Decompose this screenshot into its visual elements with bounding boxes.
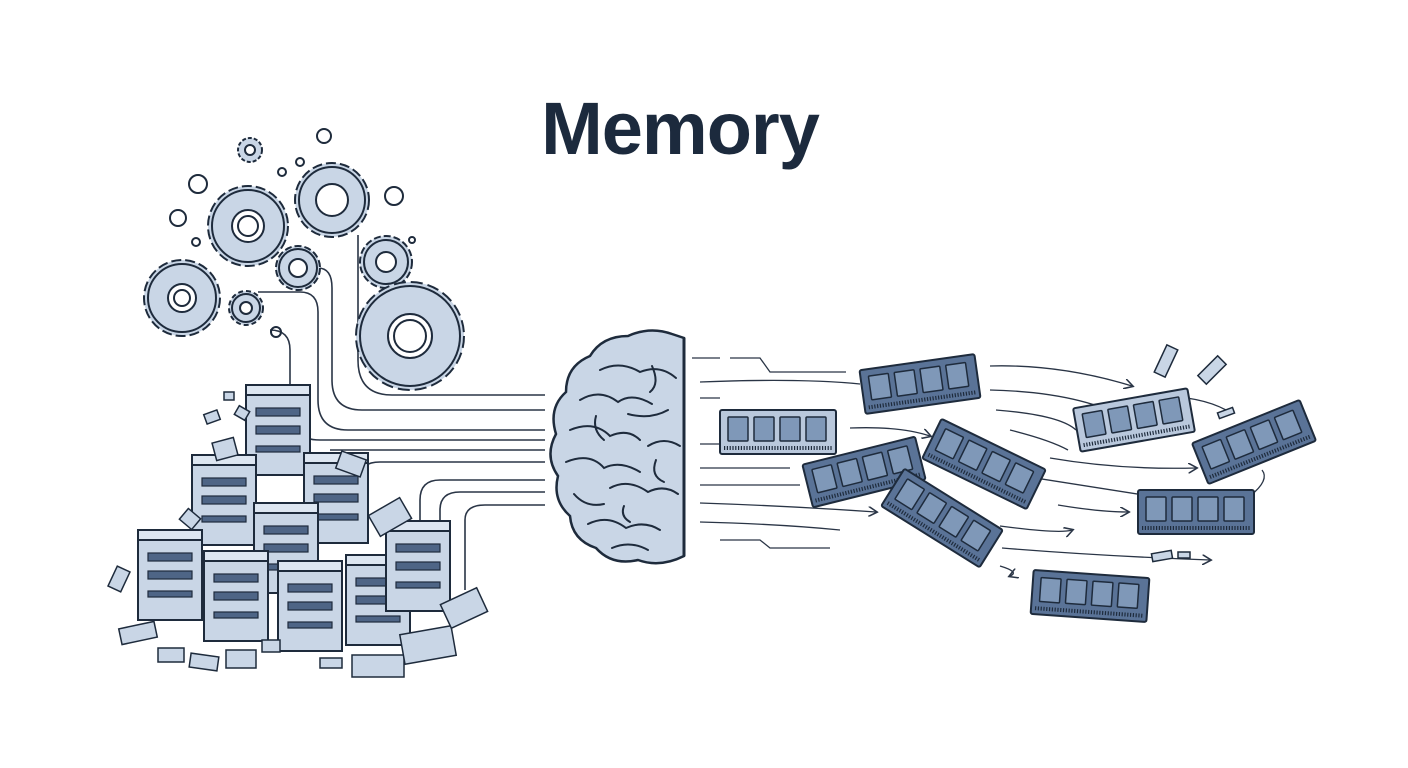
title-text: Memory — [541, 87, 820, 170]
ram-stick — [718, 408, 838, 456]
ram-stick — [1071, 386, 1197, 454]
page-title: Memory — [0, 86, 1360, 171]
ram-module-icon — [718, 343, 1319, 624]
brain-icon — [549, 329, 686, 565]
server-pile-icon — [107, 384, 489, 678]
ram-stick — [1189, 397, 1319, 487]
ram-stick — [1028, 568, 1152, 624]
gear-cluster-icon — [143, 128, 465, 391]
ram-stick — [1136, 488, 1256, 536]
ram-stick — [857, 352, 983, 416]
